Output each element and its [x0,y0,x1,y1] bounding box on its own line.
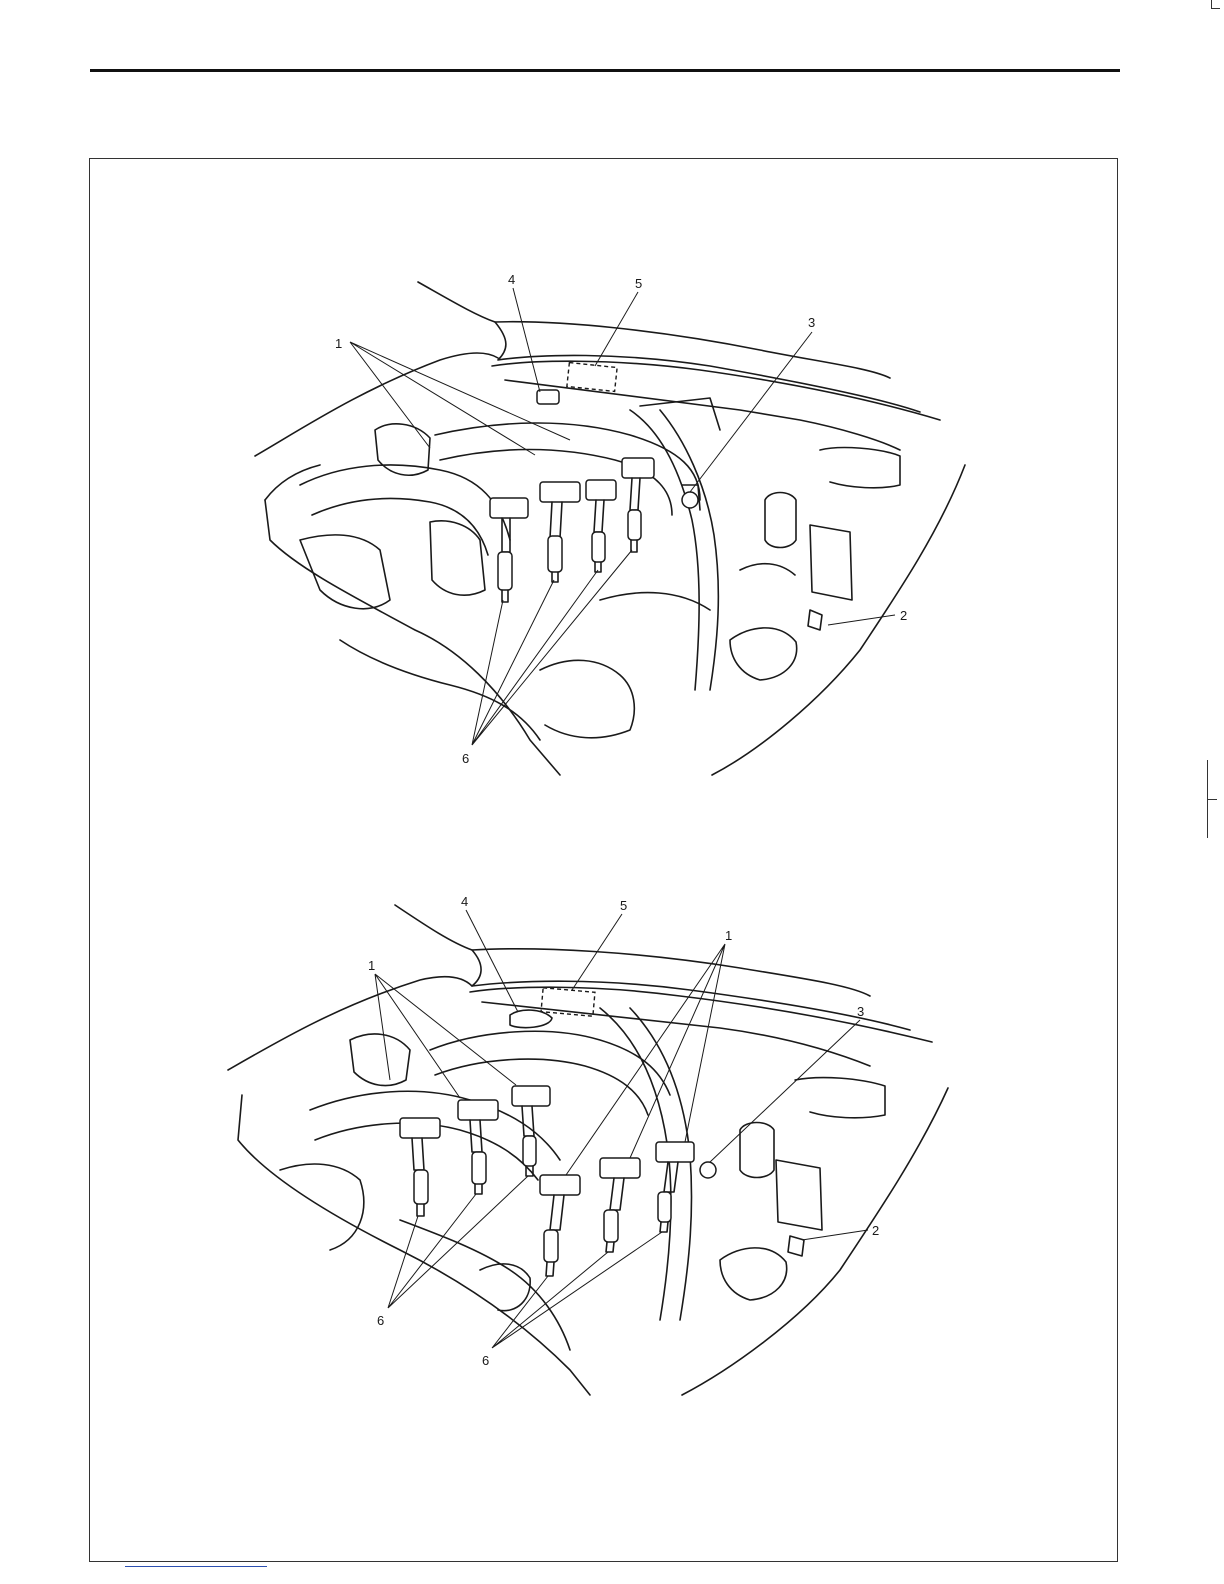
ignition-coil-icon [540,482,580,582]
ignition-coil-icon [656,1142,694,1232]
footer-link-underline[interactable] [125,1566,267,1567]
callout-4: 4 [461,894,518,1012]
callout-4: 4 [508,272,540,392]
callout-label: 1 [368,958,375,973]
callout-1: 1 [335,336,570,455]
callout-3: 3 [690,315,815,492]
ignition-coil-icon [400,1118,440,1216]
callout-6: 6 [462,550,632,766]
callout-5: 5 [572,898,627,990]
callout-label: 4 [508,272,515,287]
callout-6-left: 6 [377,1176,528,1328]
callout-6-right: 6 [482,1232,662,1368]
ignition-coil-icon [512,1086,550,1176]
ignition-coil-icon [458,1100,498,1194]
ignition-coil-icon [490,498,528,602]
engine-bay-illustration-lower: 1 1 2 3 4 5 6 6 [220,890,960,1400]
callout-label: 2 [900,608,907,623]
ignition-coil-icon [540,1175,580,1276]
callout-label: 6 [462,751,469,766]
callout-label: 5 [620,898,627,913]
callout-label: 6 [377,1313,384,1328]
callout-2: 2 [802,1223,879,1240]
header-rule [90,69,1120,72]
page-corner-mark [1211,0,1220,9]
margin-tick [1207,800,1208,838]
callout-2: 2 [828,608,907,625]
margin-tick [1207,799,1217,800]
callout-label: 5 [635,276,642,291]
callout-label: 4 [461,894,468,909]
callout-3: 3 [710,1004,864,1162]
ignition-coil-icon [622,458,654,552]
callout-5: 5 [595,276,642,366]
callout-1-right: 1 [566,928,732,1175]
callout-label: 2 [872,1223,879,1238]
callout-label: 6 [482,1353,489,1368]
ignition-coil-icon [586,480,616,572]
callout-label: 3 [857,1004,864,1019]
engine-bay-illustration-upper: 1 2 3 4 5 6 [240,270,980,780]
callout-label: 1 [725,928,732,943]
callout-1-left: 1 [368,958,516,1098]
callout-label: 1 [335,336,342,351]
margin-tick [1207,760,1208,800]
ignition-coil-icon [600,1158,640,1252]
callout-label: 3 [808,315,815,330]
